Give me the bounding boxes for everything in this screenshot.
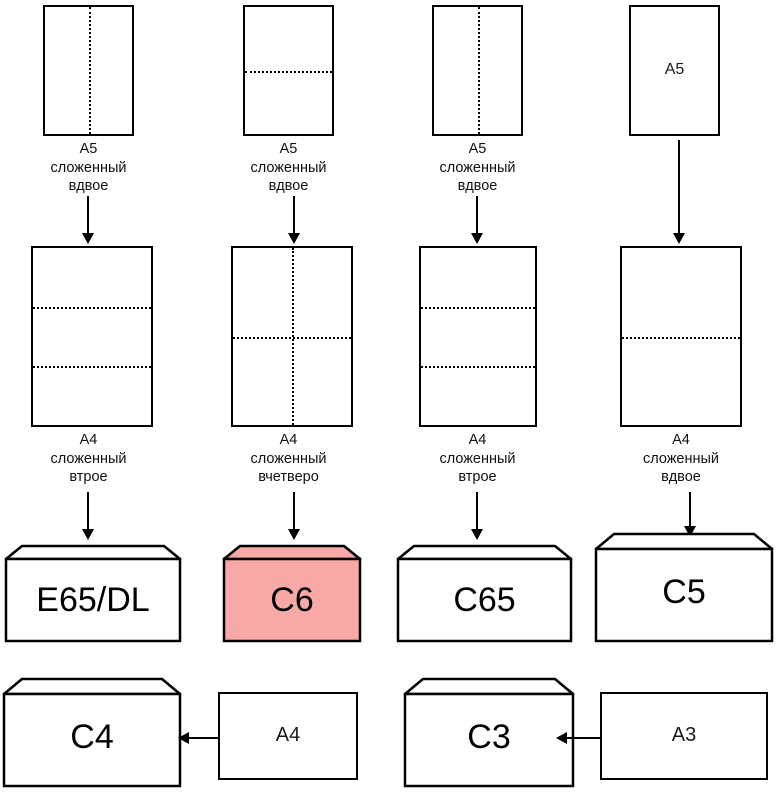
- sheet-a3-bottom: A3: [600, 692, 768, 780]
- caption-a5-col2: A5 сложенный вдвое: [250, 141, 327, 195]
- sheet-a5-col2: [243, 5, 334, 136]
- sheet-a5-col4: A5: [629, 5, 720, 136]
- sheet-a4-col1: [31, 246, 153, 427]
- envelope-c65: C65: [396, 543, 573, 643]
- caption-a5-col3: A5 сложенный вдвое: [439, 141, 516, 195]
- caption-a4-col4: A4 сложенный вдвое: [642, 432, 720, 486]
- sheet-a4-col4: [620, 246, 742, 427]
- sheet-a4-col3: [419, 246, 537, 427]
- fold-line-vertical: [477, 7, 480, 134]
- fold-line-horizontal: [245, 70, 332, 73]
- envelope-c4: C4: [2, 676, 182, 788]
- sheet-label-a4-bottom: A4: [275, 724, 301, 746]
- envelope-c3: C3: [403, 676, 575, 788]
- caption-a5-col1: A5 сложенный вдвое: [50, 141, 127, 195]
- fold-line-horizontal-2: [421, 365, 535, 368]
- envelope-c6: C6: [222, 543, 362, 643]
- caption-a4-col3: A4 сложенный втрое: [439, 432, 516, 486]
- envelope-c5: C5: [594, 531, 774, 643]
- fold-line-horizontal-2: [33, 365, 151, 368]
- sheet-label-a3-bottom: A3: [671, 724, 697, 746]
- sheet-label-a5-col4: A5: [664, 61, 685, 78]
- fold-line-horizontal-1: [421, 306, 535, 309]
- fold-line-vertical: [88, 7, 91, 134]
- fold-line-vertical: [292, 248, 294, 425]
- sheet-a5-col3: [432, 5, 523, 136]
- envelope-e65-dl: E65/DL: [4, 543, 182, 643]
- fold-line-horizontal: [622, 336, 740, 339]
- caption-a4-col1: A4 сложенный втрое: [50, 432, 127, 486]
- sheet-a4-col2: [231, 246, 353, 427]
- caption-a4-col2: A4 сложенный вчетверо: [250, 432, 327, 486]
- fold-line-horizontal-1: [33, 306, 151, 309]
- sheet-a5-col1: [43, 5, 134, 136]
- sheet-a4-bottom: A4: [218, 692, 358, 780]
